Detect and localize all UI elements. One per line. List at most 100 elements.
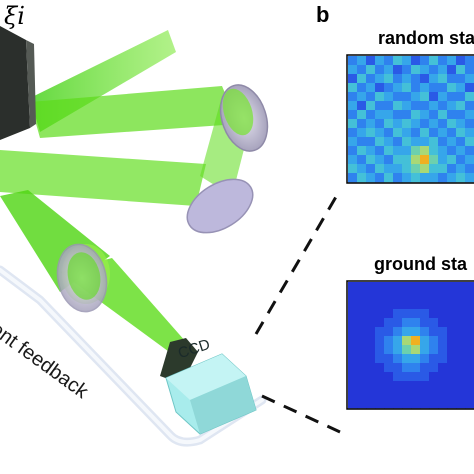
- ground-state-pixel: [411, 372, 421, 382]
- ground-state-pixel: [384, 300, 394, 310]
- random-state-pixel: [384, 164, 394, 174]
- ground-state-pixel: [384, 291, 394, 301]
- beam-left-to-mirror2: [0, 150, 206, 206]
- ground-state-pixel: [357, 336, 367, 346]
- random-state-pixel: [348, 128, 358, 138]
- ground-state-pixel: [366, 372, 376, 382]
- random-state-pixel: [420, 65, 430, 75]
- random-state-pixel: [402, 173, 412, 183]
- random-state-pixel: [357, 146, 367, 156]
- random-state-pixel: [375, 56, 385, 66]
- ground-state-pixel: [366, 282, 376, 292]
- ground-state-pixel: [465, 372, 474, 382]
- ground-state-pixel: [429, 318, 439, 328]
- random-state-pixel: [348, 110, 358, 120]
- ground-state-pixel: [384, 282, 394, 292]
- lens-beam-overlay: [67, 252, 101, 300]
- ground-state-pixel: [357, 327, 367, 337]
- ground-state-pixel: [366, 363, 376, 373]
- ground-state-pixel: [429, 291, 439, 301]
- random-state-pixel: [438, 74, 448, 84]
- random-state-pixel: [411, 173, 421, 183]
- random-state-pixel: [456, 101, 466, 111]
- ground-state-pixel: [357, 300, 367, 310]
- random-state-pixel: [411, 155, 421, 165]
- random-state-pixel: [348, 119, 358, 129]
- random-state-pixel: [456, 155, 466, 165]
- ground-state-pixel: [447, 381, 457, 391]
- random-state-pixel: [375, 110, 385, 120]
- ground-state-pixel: [420, 381, 430, 391]
- ground-state-pixel: [348, 381, 358, 391]
- ground-state-pixel: [402, 345, 412, 355]
- ground-state-pixel: [438, 300, 448, 310]
- random-state-pixel: [375, 101, 385, 111]
- ground-state-pixel: [465, 318, 474, 328]
- ground-state-pixel: [393, 282, 403, 292]
- random-state-pixel: [402, 146, 412, 156]
- ground-state-pixel: [438, 390, 448, 400]
- random-state-pixel: [429, 155, 439, 165]
- ground-state-pixel: [402, 309, 412, 319]
- ground-state-pixel: [357, 291, 367, 301]
- ground-state-pixel: [384, 390, 394, 400]
- random-state-pixel: [348, 101, 358, 111]
- ground-state-pixel: [456, 354, 466, 364]
- random-state-pixel: [447, 56, 457, 66]
- random-state-pixel: [411, 56, 421, 66]
- ground-state-pixel: [393, 327, 403, 337]
- ground-state-pixel: [411, 327, 421, 337]
- random-state-pixel: [384, 137, 394, 147]
- ground-state-pixel: [465, 327, 474, 337]
- ground-state-pixel: [393, 336, 403, 346]
- random-state-pixel: [465, 83, 474, 93]
- random-state-pixel: [456, 65, 466, 75]
- random-state-pixel: [348, 92, 358, 102]
- ground-state-pixel: [429, 354, 439, 364]
- ground-state-pixel: [384, 336, 394, 346]
- ground-state-pixel: [438, 282, 448, 292]
- random-state-pixel: [429, 119, 439, 129]
- random-state-pixel: [393, 173, 403, 183]
- ground-state-pixel: [393, 363, 403, 373]
- ground-state-pixel: [447, 327, 457, 337]
- random-state-pixel: [447, 101, 457, 111]
- random-state-pixel: [348, 173, 358, 183]
- ground-state-pixel: [375, 327, 385, 337]
- ground-state-pixel: [465, 363, 474, 373]
- random-state-pixel: [438, 164, 448, 174]
- ground-state-pixel: [357, 345, 367, 355]
- ground-state-pixel: [402, 363, 412, 373]
- ground-state-pixel: [357, 363, 367, 373]
- ground-state-pixel: [348, 318, 358, 328]
- random-state-pixel: [348, 164, 358, 174]
- random-state-pixel: [402, 164, 412, 174]
- random-state-pixel: [357, 101, 367, 111]
- ground-state-pixel: [438, 309, 448, 319]
- ground-state-pixel: [375, 309, 385, 319]
- ground-state-pixel: [429, 363, 439, 373]
- random-state-pixel: [465, 92, 474, 102]
- random-state-pixel: [411, 83, 421, 93]
- random-state-pixel: [366, 65, 376, 75]
- ground-state-pixel: [447, 291, 457, 301]
- ground-state-pixel: [456, 381, 466, 391]
- random-state-pixel: [402, 119, 412, 129]
- ground-state-pixel: [465, 381, 474, 391]
- random-state-pixel: [402, 92, 412, 102]
- ground-state-pixel: [375, 336, 385, 346]
- ground-state-pixel: [438, 345, 448, 355]
- ground-state-pixel: [366, 318, 376, 328]
- random-state-pixel: [411, 119, 421, 129]
- ground-state-pixel: [420, 291, 430, 301]
- random-state-pixel: [429, 110, 439, 120]
- ground-state-pixel: [348, 372, 358, 382]
- random-state-pixel: [420, 83, 430, 93]
- ground-state-pixel: [393, 345, 403, 355]
- random-state-pixel: [366, 155, 376, 165]
- random-state-frame: [346, 54, 474, 184]
- ground-state-map: [346, 280, 474, 410]
- ground-state-pixel: [447, 282, 457, 292]
- ground-state-pixel: [357, 381, 367, 391]
